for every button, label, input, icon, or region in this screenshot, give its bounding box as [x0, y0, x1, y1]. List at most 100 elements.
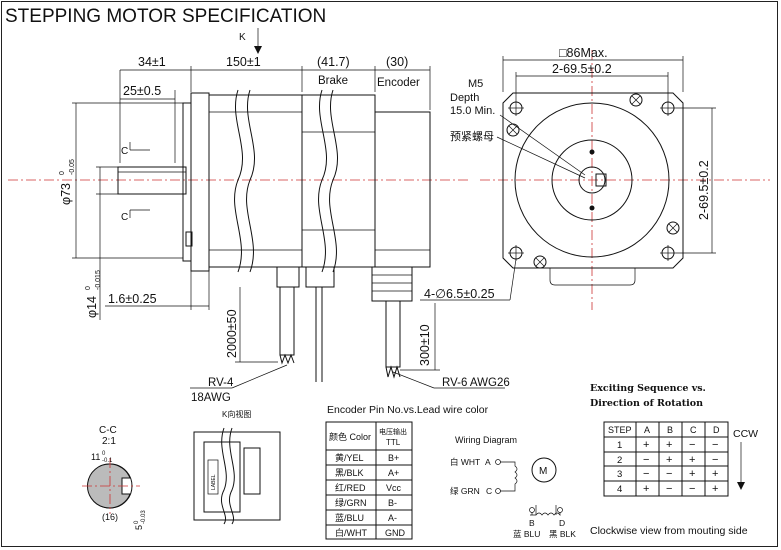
encoder-table-title: Encoder Pin No.vs.Lead wire color	[327, 404, 489, 416]
front-view: □86Max. 2-69.5±0.2 2-69.5±0.2 M5 Depth 1…	[420, 46, 770, 310]
sequence-cell: +	[689, 454, 695, 466]
wire-label-blk: 黑 BLK	[549, 529, 576, 539]
section-cc: C-C 2:1 11 0 -0.1 (16) 5 0 -0.03	[82, 425, 147, 530]
sequence-title-line2: Direction of Rotation	[590, 398, 703, 409]
dim-encoder-length: (30)	[386, 55, 408, 69]
wire-label-a: A	[485, 457, 491, 467]
sequence-cell: +	[643, 439, 649, 451]
mounting-holes-dim: 4-∅6.5±0.25	[424, 287, 495, 301]
sequence-header: A	[644, 425, 650, 435]
screw-depth-value: 15.0 Min.	[450, 105, 495, 117]
ccw-label: CCW	[733, 428, 758, 440]
dim-shaft-tol-upper: 0	[85, 286, 92, 290]
motor-symbol-label: M	[539, 466, 547, 477]
sequence-title-line1: Exciting Sequence vs.	[590, 383, 706, 394]
sequence-cell: 3	[617, 469, 622, 480]
motor-wire-type: RV-4	[208, 377, 234, 389]
sequence-cell: +	[666, 454, 672, 466]
section-marker-lower: C	[121, 212, 128, 223]
encoder-row-signal: B+	[388, 453, 399, 463]
section-key-width-tol-lower: -0.03	[141, 510, 147, 524]
dim-body-length: 150±1	[226, 55, 261, 69]
section-key-width-tol-upper: 0	[134, 520, 140, 524]
encoder-row-color: 白/WHT	[335, 527, 367, 538]
wire-label-d: D	[559, 518, 565, 528]
flange	[190, 92, 210, 272]
encoder-row-color: 红/RED	[335, 482, 366, 493]
motor-wire-awg: 18AWG	[191, 392, 231, 404]
screw-thread-label: M5	[468, 78, 483, 90]
dim-shaft-tol-lower: -0.015	[95, 270, 102, 290]
sequence-cell: −	[643, 468, 649, 480]
encoder-label: Encoder	[377, 77, 420, 89]
section-key-height-tol-lower: -0.1	[102, 458, 113, 464]
front-shaft	[578, 166, 606, 194]
wiring-title: Wiring Diagram	[455, 435, 517, 445]
sequence-cell: −	[666, 468, 672, 480]
mounting-hole-bl	[508, 245, 524, 261]
sequence-cell: +	[712, 468, 718, 480]
sequence-header: D	[713, 425, 720, 435]
section-key-height-tol-upper: 0	[102, 451, 106, 457]
encoder-row-signal: GND	[385, 528, 406, 538]
screw-bl	[533, 255, 547, 269]
mounting-hole-br	[660, 245, 676, 261]
section-scale: 2:1	[102, 436, 116, 447]
pilot-boss	[182, 102, 192, 262]
wire-label-wht: 白 WHT	[450, 457, 480, 467]
sequence-cell: −	[689, 483, 695, 495]
dim-key-length: 25±0.5	[123, 84, 161, 98]
section-marker-upper: C	[121, 146, 128, 157]
sequence-cell: +	[643, 483, 649, 495]
wiring-diagram: Wiring Diagram 白 WHT A 绿 GRN C M B D 蓝 B…	[450, 435, 576, 539]
wire-label-b: B	[529, 518, 535, 528]
encoder-wire-type: RV-6 AWG26	[442, 377, 510, 389]
motor-symbol	[531, 457, 557, 483]
sequence-table: Exciting Sequence vs. Direction of Rotat…	[590, 383, 758, 537]
sequence-header: B	[667, 425, 673, 435]
sequence-header: C	[690, 425, 697, 435]
screw-depth-label: Depth	[450, 92, 479, 104]
motor-body	[208, 94, 303, 268]
dim-motor-lead-length: 2000±50	[225, 309, 239, 358]
k-view: K向视图 LABEL	[193, 409, 281, 525]
encoder-row-color: 绿/GRN	[335, 497, 367, 508]
encoder-row-signal: A+	[388, 468, 399, 478]
encoder-row-signal: A-	[388, 513, 397, 523]
encoder-row-color: 黄/YEL	[335, 452, 364, 463]
sequence-cell: −	[643, 454, 649, 466]
drawing-title: STEPPING MOTOR SPECIFICATION	[5, 6, 326, 27]
dim-flange-length: 34±1	[138, 55, 166, 69]
encoder-row-signal: Vcc	[386, 483, 402, 493]
dim-brake-length: (41.7)	[317, 55, 350, 69]
screw-tl	[629, 93, 643, 107]
sequence-cell: −	[666, 483, 672, 495]
dim-pilot-diameter: φ73	[59, 183, 73, 205]
section-dim-16: (16)	[102, 512, 118, 522]
encoder-row-color: 黑/BLK	[335, 468, 364, 478]
brake-label: Brake	[318, 75, 348, 87]
sequence-footer: Clockwise view from mouting side	[590, 525, 748, 537]
sequence-cell: −	[712, 439, 718, 451]
sequence-cell: +	[666, 439, 672, 451]
sequence-cell: 4	[617, 484, 622, 495]
wire-label-grn: 绿 GRN	[450, 486, 480, 496]
brake-section	[301, 94, 376, 268]
side-view: K 34±1 150±1 (41.7) (30) Brake Encoder 2…	[8, 28, 510, 404]
dim-hole-spacing-v: 2-69.5±0.2	[697, 160, 711, 220]
wire-label-c: C	[486, 486, 492, 496]
mounting-hole-tr	[660, 100, 676, 116]
mounting-hole-tl	[508, 100, 524, 116]
encoder-row-signal: B-	[388, 498, 397, 508]
encoder-row-color: 蓝/BLU	[335, 512, 364, 523]
dim-pilot-tol-upper: 0	[59, 171, 66, 175]
encoder-table-header-color: 颜色 Color	[329, 431, 371, 442]
encoder-section	[374, 111, 431, 268]
sequence-cell: +	[712, 483, 718, 495]
k-view-title: K向视图	[222, 409, 251, 419]
encoder-table-header-voltage: 电压输出	[379, 427, 407, 436]
screw-mr	[666, 221, 680, 235]
dim-hole-spacing-h: 2-69.5±0.2	[552, 62, 612, 76]
